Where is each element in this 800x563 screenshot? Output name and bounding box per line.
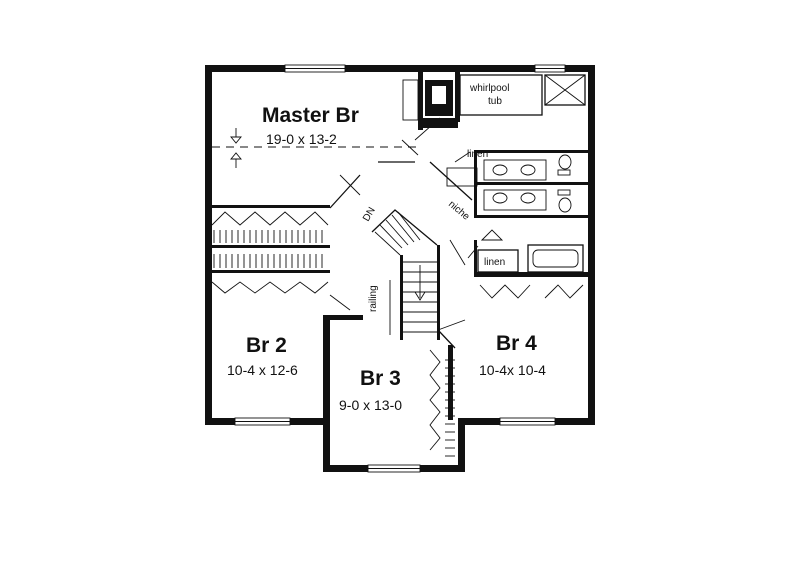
room-name-br4: Br 4 (496, 332, 537, 355)
whirlpool-tub: whirlpool tub (459, 74, 586, 116)
stair-down-label: DN (361, 205, 378, 223)
room-name-br3: Br 3 (360, 367, 401, 390)
door-swings (329, 139, 466, 331)
linen-label-bath: linen (484, 257, 505, 268)
windows (234, 64, 566, 473)
whirlpool-label-2: tub (488, 96, 502, 107)
room-name-br2: Br 2 (246, 334, 287, 357)
interior-walls (212, 72, 588, 425)
master-bath-fixtures: linen (446, 149, 572, 213)
room-dims-master: 19-0 x 13-2 (266, 131, 337, 147)
staircase: DN railing (361, 205, 438, 335)
room-dims-br3: 9-0 x 13-0 (339, 397, 402, 413)
arrow-up-icon (230, 152, 242, 168)
niche-label: niche (446, 199, 472, 223)
hall-bath: linen (467, 229, 584, 273)
whirlpool-label-1: whirlpool (469, 83, 509, 94)
master-bedroom: Master Br 19-0 x 13-2 (212, 79, 453, 196)
room-name-master: Master Br (262, 104, 359, 127)
arrow-down-icon (230, 128, 242, 144)
railing-label: railing (368, 285, 379, 312)
room-dims-br4: 10-4x 10-4 (479, 362, 546, 378)
room-dims-br2: 10-4 x 12-6 (227, 362, 298, 378)
linen-label-top: linen (467, 149, 488, 160)
exterior-walls (205, 65, 595, 472)
closet-doors (211, 211, 584, 457)
